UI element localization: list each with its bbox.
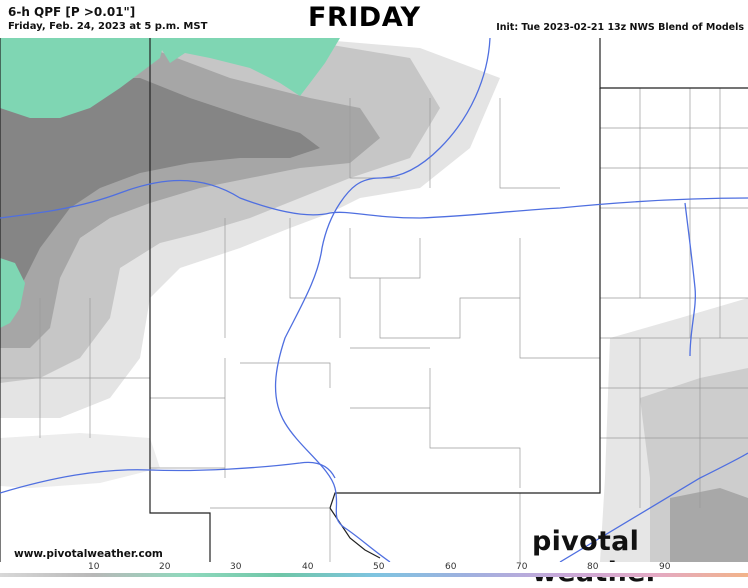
precip-darker-area	[0, 78, 320, 308]
colorbar-tick: 90	[659, 562, 671, 572]
colorbar-tick: 20	[159, 562, 171, 572]
day-label: FRIDAY	[308, 2, 421, 33]
county-line	[429, 98, 560, 189]
precip-light-sw	[0, 433, 160, 488]
river	[684, 202, 697, 357]
map-canvas	[0, 38, 748, 562]
precip-dark-se	[670, 488, 748, 562]
river	[0, 461, 336, 494]
colorbar-tick: 60	[445, 562, 457, 572]
state-border	[329, 88, 601, 509]
state-border	[149, 38, 211, 562]
colorbar-tick: 70	[516, 562, 528, 572]
precip-map[interactable]	[0, 38, 748, 562]
init-time: Init: Tue 2023-02-21 13z NWS Blend of Mo…	[496, 22, 744, 33]
colorbar-gradient	[0, 573, 748, 577]
county-line	[600, 297, 748, 439]
county-line	[150, 397, 225, 469]
county-line	[379, 278, 520, 339]
precip-field	[0, 38, 748, 562]
rivers	[0, 38, 748, 562]
county-line	[639, 338, 701, 508]
colorbar-tick: 10	[88, 562, 100, 572]
valid-time: Friday, Feb. 24, 2023 at 5 p.m. MST	[8, 21, 208, 32]
colorbar-tick: 30	[230, 562, 242, 572]
precip-green-nw	[0, 38, 165, 118]
precip-green-w	[0, 258, 25, 328]
river	[0, 179, 748, 219]
county-line	[240, 362, 331, 388]
county-line	[349, 228, 421, 279]
product-title: 6-h QPF [P >0.01"]	[8, 5, 136, 19]
river	[274, 38, 491, 562]
colorbar-tick: 40	[302, 562, 314, 572]
county-line	[639, 88, 721, 338]
river	[559, 452, 748, 562]
colorbar-tick: 50	[373, 562, 385, 572]
county-line	[600, 127, 748, 209]
county-line	[39, 298, 91, 438]
county-line	[519, 238, 600, 359]
precip-green-n	[160, 38, 340, 96]
header: 6-h QPF [P >0.01"] Friday, Feb. 24, 2023…	[0, 0, 748, 38]
colorbar-tick: 80	[587, 562, 599, 572]
brand-logo: pivotal weather	[532, 526, 659, 588]
county-line	[289, 218, 341, 338]
county-line	[350, 347, 430, 409]
colorbar: 10 20 30 40 50 60 70 80 90	[0, 562, 748, 577]
source-url[interactable]: www.pivotalweather.com	[12, 548, 165, 560]
